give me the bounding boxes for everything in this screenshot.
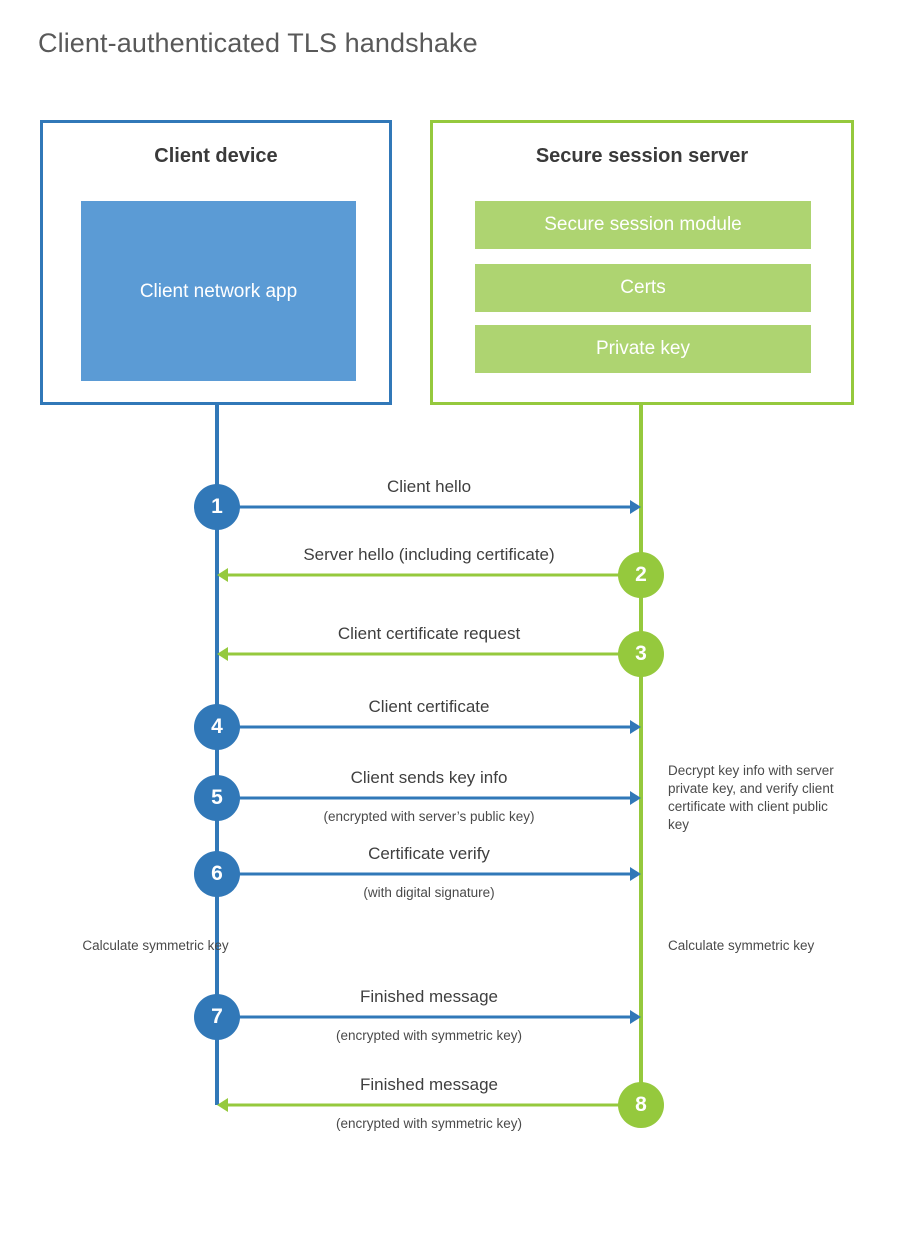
page-title: Client-authenticated TLS handshake (38, 28, 478, 58)
server-module-bar: Secure session module (475, 201, 811, 249)
step-circle-8[interactable]: 8 (618, 1082, 664, 1128)
server-certs-bar: Certs (475, 264, 811, 312)
step-circle-7[interactable]: 7 (194, 994, 240, 1040)
message-label-4: Client certificate (368, 697, 490, 716)
message-sublabel-7: (encrypted with symmetric key) (335, 1028, 523, 1043)
annotation-calculate-symmetric-key-server: Calculate symmetric key (668, 938, 815, 953)
secure-session-server-title: Secure session server (535, 145, 749, 167)
message-sublabel-6: (with digital signature) (363, 885, 495, 900)
annotation-calculate-symmetric-key-client: Calculate symmetric key (82, 938, 229, 953)
message-label-3: Client certificate request (337, 624, 521, 643)
message-sublabel-8: (encrypted with symmetric key) (335, 1116, 523, 1131)
step-circle-2[interactable]: 2 (618, 552, 664, 598)
message-label-6: Certificate verify (368, 844, 490, 863)
step-circle-5[interactable]: 5 (194, 775, 240, 821)
step-circle-1[interactable]: 1 (194, 484, 240, 530)
message-label-7: Finished message (360, 987, 498, 1006)
message-label-1: Client hello (386, 477, 472, 496)
server-lifeline (639, 405, 643, 1105)
message-label-2: Server hello (including certificate) (303, 545, 555, 564)
message-sublabel-5: (encrypted with server’s public key) (323, 809, 535, 824)
message-label-5: Client sends key info (350, 768, 508, 787)
step-circle-3[interactable]: 3 (618, 631, 664, 677)
client-device-title: Client device (154, 145, 278, 167)
step-circle-4[interactable]: 4 (194, 704, 240, 750)
server-private-key-bar: Private key (475, 325, 811, 373)
message-label-8: Finished message (360, 1075, 498, 1094)
client-lifeline (215, 405, 219, 1105)
client-network-app-block: Client network app (81, 201, 356, 381)
annotation-decrypt-key-info: Decrypt key info with server private key… (668, 763, 834, 832)
step-circle-6[interactable]: 6 (194, 851, 240, 897)
client-device-box: Client device Client network app (40, 120, 392, 405)
secure-session-server-box: Secure session server Secure session mod… (430, 120, 854, 405)
